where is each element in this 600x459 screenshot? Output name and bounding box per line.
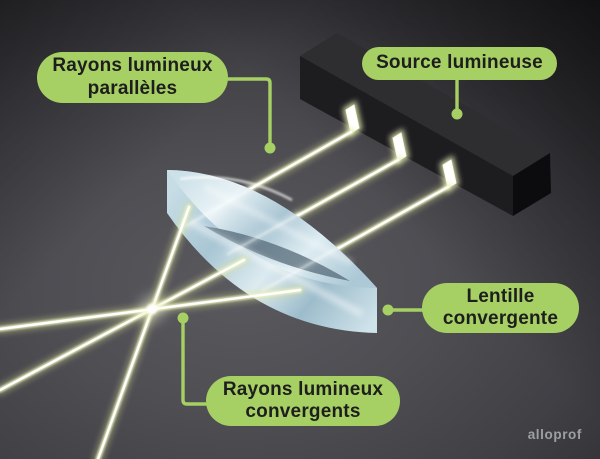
inner-ray-2-core xyxy=(227,213,300,255)
label-text-line1: Rayons lumineux xyxy=(52,55,213,77)
ray-core-layer xyxy=(295,158,400,218)
connector-line xyxy=(181,319,214,406)
connector-light-source xyxy=(451,78,463,120)
slit-2 xyxy=(389,128,410,166)
label-text-line2: convergents xyxy=(245,401,361,422)
focal-point-glow xyxy=(138,295,166,323)
lens-inner-shadow xyxy=(204,226,350,281)
slit-opening xyxy=(392,132,407,162)
connector-parallel-rays xyxy=(226,77,276,154)
slit-opening xyxy=(345,104,360,134)
label-text-line2: convergente xyxy=(442,308,559,329)
label-light-source: Source lumineuse xyxy=(362,47,557,80)
label-text-line1: Rayons lumineux xyxy=(222,378,384,400)
label-parallel-rays: Rayons lumineux parallèles xyxy=(37,52,228,103)
connector-dot xyxy=(382,304,394,316)
connector-convergent-rays xyxy=(177,312,214,406)
lens-rim-highlight xyxy=(188,218,364,318)
slit-opening xyxy=(442,159,457,189)
lens-edge-highlight xyxy=(179,176,293,202)
slit-1 xyxy=(342,100,363,138)
label-text-line1: Lentille xyxy=(466,285,535,307)
connector-lens xyxy=(382,304,426,316)
inner-ray-1-core xyxy=(185,187,253,227)
label-converging-lens: Lentille convergente xyxy=(422,283,579,333)
slit-3 xyxy=(439,155,460,193)
incoming-ray-3 xyxy=(337,187,448,249)
converging-lens xyxy=(167,170,377,333)
alloprof-logo: alloprof xyxy=(527,427,582,442)
ray-core-layer xyxy=(335,185,450,251)
box-front-face xyxy=(300,56,513,216)
connector-line xyxy=(226,77,272,147)
incoming-ray-1 xyxy=(250,132,351,189)
label-text: Source lumineuse xyxy=(376,52,543,74)
connector-dot xyxy=(451,108,463,120)
label-convergent-rays: Rayons lumineux convergents xyxy=(206,376,400,426)
box-end-face xyxy=(513,153,551,216)
rays-inside-lens xyxy=(183,185,342,294)
inner-ray-3-core xyxy=(261,246,340,292)
connector-dot xyxy=(264,142,276,154)
label-text-line2: parallèles xyxy=(87,77,178,99)
ray-core-layer xyxy=(248,130,353,191)
incoming-ray-2 xyxy=(297,160,398,216)
connector-dot xyxy=(177,312,189,324)
